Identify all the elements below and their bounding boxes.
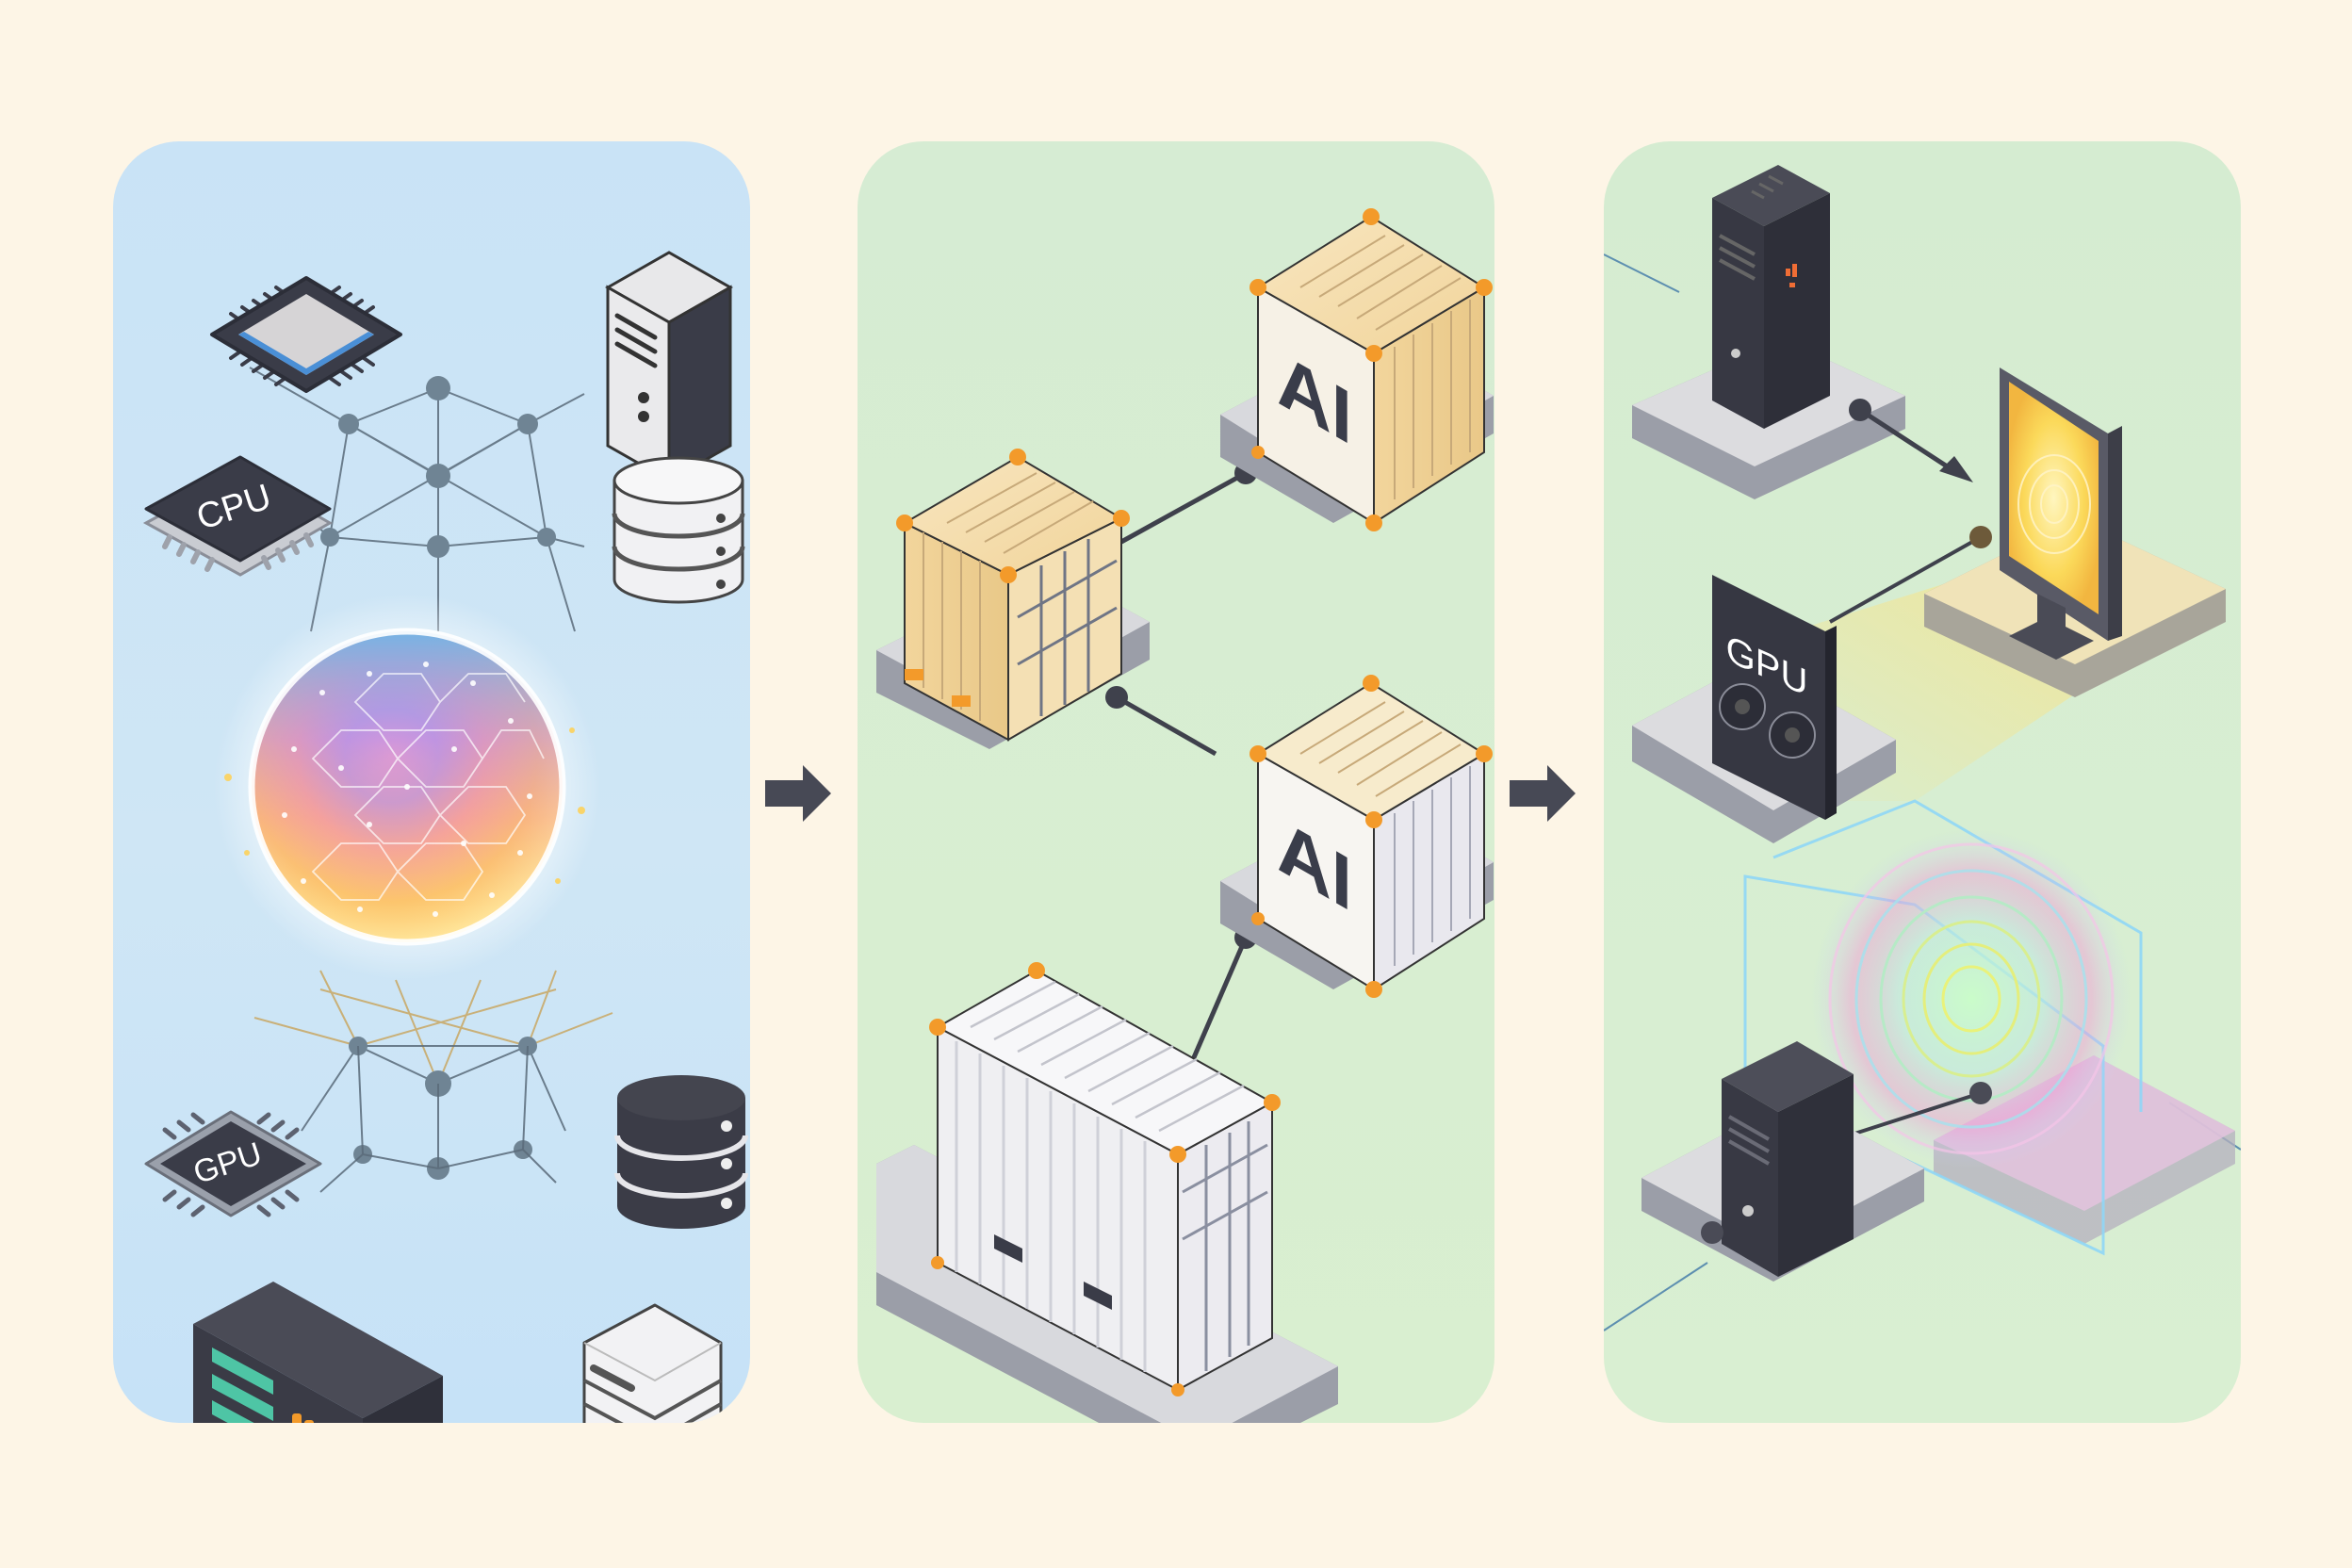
deployment-illustration: GPU xyxy=(1604,165,2241,1331)
monitor-glowing-icon xyxy=(2000,368,2122,660)
network-mesh-lower xyxy=(253,970,613,1085)
flow-arrow-icon xyxy=(765,765,831,822)
database-white-icon xyxy=(582,1303,723,1423)
resource-pool-sphere-icon xyxy=(214,594,600,980)
network-node xyxy=(517,414,538,434)
server-tower-icon xyxy=(1712,165,1830,429)
database-icon xyxy=(612,456,745,604)
connector-node xyxy=(1969,1082,1992,1104)
server-tower-icon xyxy=(1722,1041,1854,1277)
shipping-container-large xyxy=(876,962,1338,1423)
arrowhead-icon xyxy=(1939,456,1973,482)
panel-compute-resources: CPU xyxy=(113,141,750,1423)
network-node xyxy=(537,528,556,547)
network-node xyxy=(426,376,450,400)
ai-containers-illustration: AI xyxy=(876,208,1494,1423)
compute-resources-illustration: CPU xyxy=(142,251,748,1423)
network-node xyxy=(320,528,339,547)
network-node xyxy=(338,414,359,434)
hologram-plane-icon xyxy=(1743,799,2235,1256)
database-dark-icon xyxy=(614,1075,748,1229)
flow-arrow-icon xyxy=(1510,765,1576,822)
connectors xyxy=(1115,470,1249,1085)
server-rack-icon xyxy=(193,1282,443,1423)
container-tan xyxy=(876,449,1150,749)
cpu-chip-icon: CPU xyxy=(142,455,333,577)
connector-node xyxy=(1701,1221,1723,1244)
panel-ai-containers: AI xyxy=(858,141,1494,1423)
ai-container-middle: AI xyxy=(1220,675,1494,998)
flow-connector xyxy=(1829,535,1982,624)
flow-connector xyxy=(1858,407,1956,474)
gpu-chip-icon: GPU xyxy=(144,1110,322,1217)
gpu-card-icon: GPU xyxy=(1712,575,1837,820)
connector-node xyxy=(1849,399,1871,421)
server-tower-icon xyxy=(604,251,734,483)
connector-node xyxy=(1105,686,1128,709)
ai-container-top: AI xyxy=(1220,208,1494,531)
network-node xyxy=(427,535,449,558)
connector-node xyxy=(1969,526,1992,548)
network-node xyxy=(426,464,450,488)
processor-chip-icon xyxy=(210,276,402,393)
flow-connector xyxy=(1848,1091,1982,1137)
panel-deployment: GPU xyxy=(1604,141,2241,1423)
